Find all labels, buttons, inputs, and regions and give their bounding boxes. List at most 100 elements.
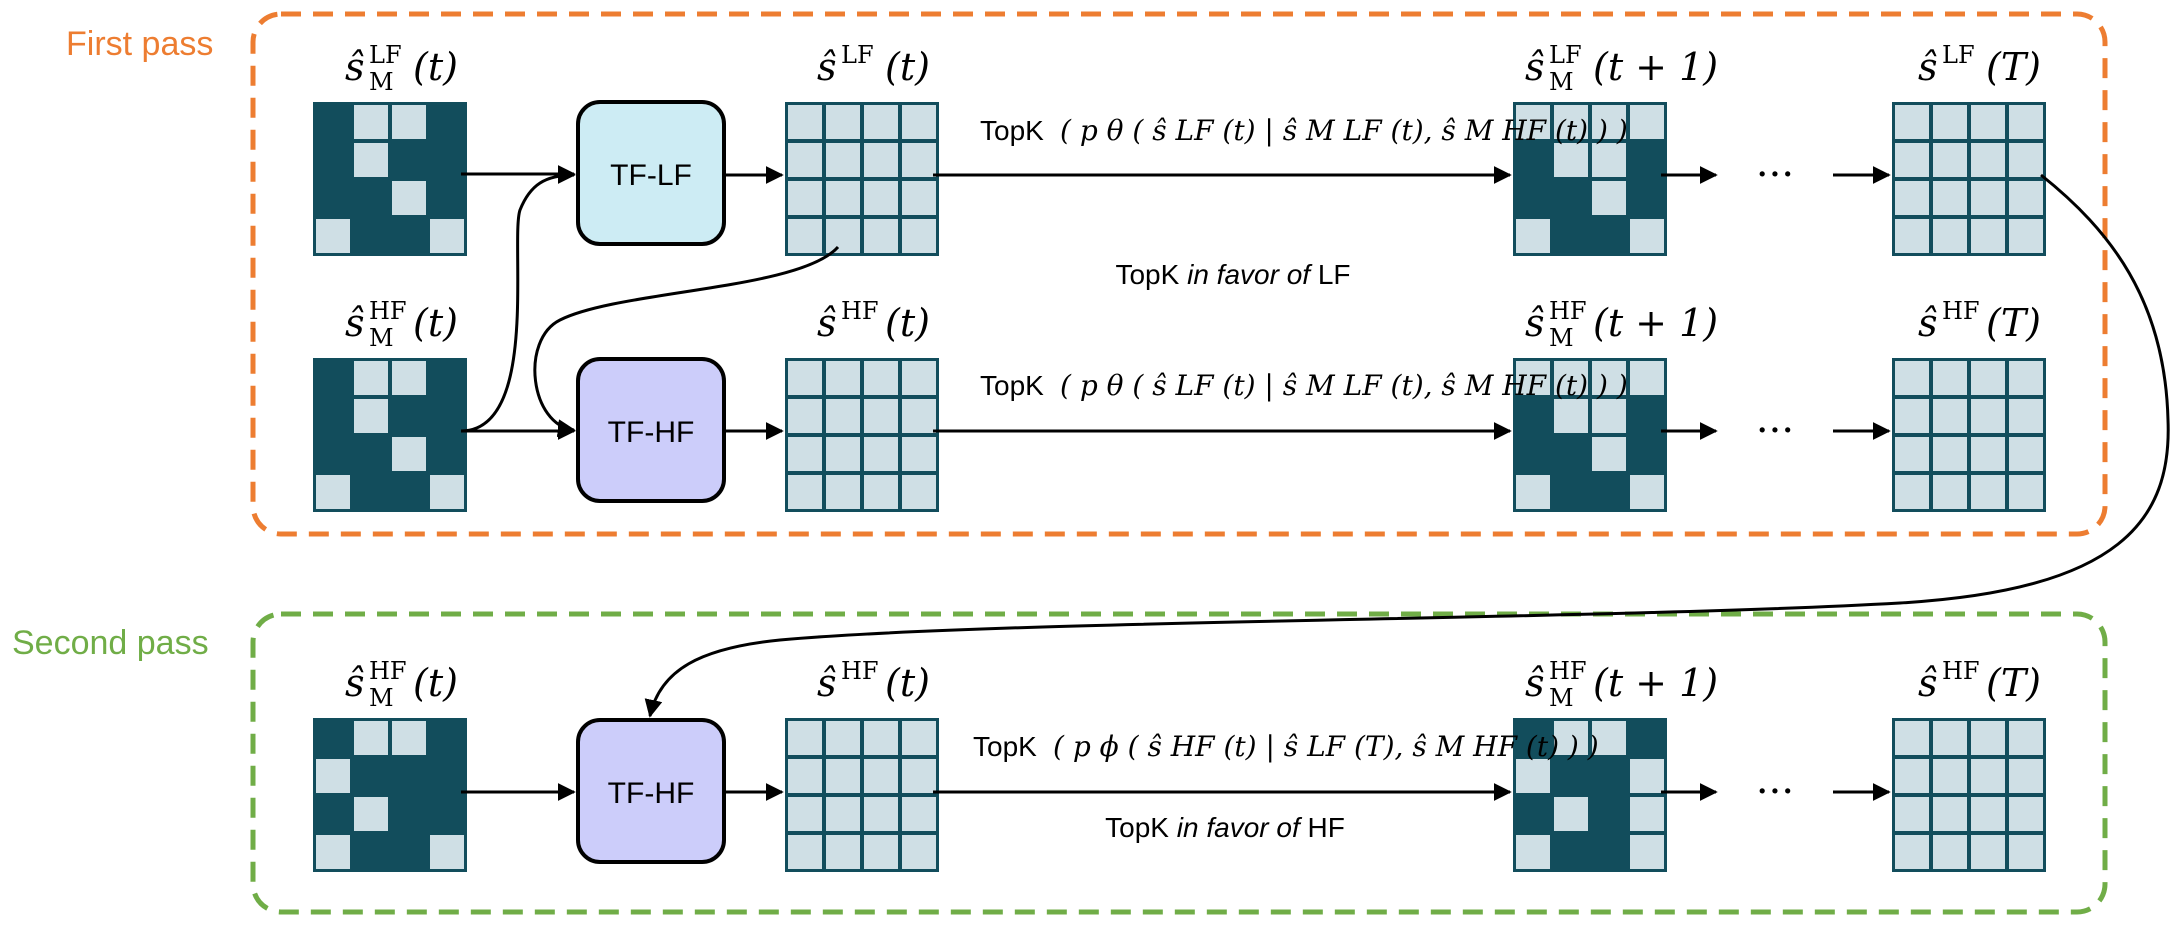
grid-cell-dark <box>354 759 388 793</box>
grid-cell-light <box>1630 219 1664 253</box>
grid-cell-light <box>1895 219 1929 253</box>
grid-cell-light <box>788 105 822 139</box>
grid-cell-dark <box>1592 219 1626 253</box>
grid-cell-light <box>1630 361 1664 395</box>
label-superscript: HF <box>841 297 879 325</box>
grid-cell-dark <box>430 437 464 471</box>
grid-cell-light <box>1516 475 1550 509</box>
grid-cell-light <box>826 797 860 831</box>
grid-cell-light <box>354 797 388 831</box>
label-superscript: HF <box>841 657 879 685</box>
arrow-lf-state-to-tf-hf <box>533 246 840 438</box>
second-pass-label: Second pass <box>12 624 209 662</box>
grid-cell-light <box>864 797 898 831</box>
grid-cell-light <box>430 219 464 253</box>
grid-cell-dark <box>1592 835 1626 869</box>
grid-cell-light <box>1971 219 2005 253</box>
grid-cell-light <box>1895 105 1929 139</box>
grid-cell-light <box>354 143 388 177</box>
grid-cell-light <box>1933 797 1967 831</box>
lf-mask-grid <box>313 102 467 256</box>
grid-cell-light <box>354 399 388 433</box>
grid-cell-light <box>1971 797 2005 831</box>
hf-state-grid <box>785 358 939 512</box>
lf-favor-prefix: TopK <box>1115 259 1187 290</box>
grid-cell-light <box>2009 835 2043 869</box>
grid-cell-light <box>864 105 898 139</box>
grid-cell-dark <box>392 399 426 433</box>
grid-cell-light <box>826 181 860 215</box>
grid-cell-light <box>826 361 860 395</box>
hf-ellipsis: ··· <box>1756 408 1794 454</box>
grid-cell-light <box>788 219 822 253</box>
grid-cell-dark <box>316 797 350 831</box>
grid-cell-light <box>316 759 350 793</box>
grid-cell-light <box>826 437 860 471</box>
grid-cell-light <box>1933 475 1967 509</box>
grid-cell-light <box>864 399 898 433</box>
label-argument: (T) <box>1986 45 2041 89</box>
grid-cell-light <box>392 105 426 139</box>
grid-cell-light <box>2009 759 2043 793</box>
grid-cell-light <box>1554 143 1588 177</box>
grid-cell-light <box>392 181 426 215</box>
grid-cell-light <box>1592 181 1626 215</box>
label-subscript: M <box>1549 324 1574 352</box>
grid-cell-light <box>1592 361 1626 395</box>
label-subscript: M <box>1549 684 1574 712</box>
label-base: ŝ <box>1525 661 1545 705</box>
label-base: ŝ <box>345 661 365 705</box>
label-base: ŝ <box>1525 301 1545 345</box>
label-superscript: HF <box>1942 657 1980 685</box>
grid-cell-light <box>902 437 936 471</box>
grid-cell-dark <box>430 399 464 433</box>
label-argument: (t + 1) <box>1593 301 1718 345</box>
grid-cell-dark <box>1554 219 1588 253</box>
grid-cell-dark <box>1630 437 1664 471</box>
grid-cell-light <box>1971 105 2005 139</box>
grid-cell-light <box>1895 361 1929 395</box>
grid-cell-light <box>826 143 860 177</box>
grid-cell-dark <box>1516 143 1550 177</box>
grid-cell-light <box>2009 181 2043 215</box>
label-base: ŝ <box>1918 45 1938 89</box>
label-base: ŝ <box>817 661 837 705</box>
lf-topk-prefix: TopK <box>980 115 1044 146</box>
grid-cell-dark <box>316 181 350 215</box>
grid-cell-light <box>788 835 822 869</box>
grid-cell-light <box>902 759 936 793</box>
grid-cell-dark <box>430 361 464 395</box>
grid-cell-light <box>354 361 388 395</box>
grid-cell-dark <box>430 181 464 215</box>
hf-mask-grid <box>313 358 467 512</box>
grid-cell-light <box>1516 361 1550 395</box>
grid-cell-light <box>1971 143 2005 177</box>
grid-cell-light <box>1933 399 1967 433</box>
label-superscript: LF <box>369 41 402 69</box>
grid-cell-light <box>826 475 860 509</box>
grid-cell-dark <box>354 219 388 253</box>
label-argument: (t) <box>885 301 930 345</box>
grid-cell-dark <box>316 399 350 433</box>
grid-cell-dark <box>430 797 464 831</box>
grid-cell-light <box>1971 721 2005 755</box>
grid-cell-light <box>826 105 860 139</box>
grid-cell-dark <box>1516 181 1550 215</box>
grid-cell-light <box>1895 143 1929 177</box>
grid-cell-light <box>1554 797 1588 831</box>
grid-cell-light <box>1933 105 1967 139</box>
label-superscript: LF <box>841 41 874 69</box>
first-pass-box <box>250 11 2108 537</box>
label-base: ŝ <box>1525 45 1545 89</box>
label-base: ŝ <box>817 301 837 345</box>
grid-cell-light <box>2009 721 2043 755</box>
grid-cell-light <box>1933 181 1967 215</box>
grid-cell-light <box>902 105 936 139</box>
label-argument: (t) <box>885 45 930 89</box>
label-superscript: HF <box>1549 657 1587 685</box>
grid-cell-light <box>902 143 936 177</box>
grid-cell-light <box>430 835 464 869</box>
label-base: ŝ <box>817 45 837 89</box>
